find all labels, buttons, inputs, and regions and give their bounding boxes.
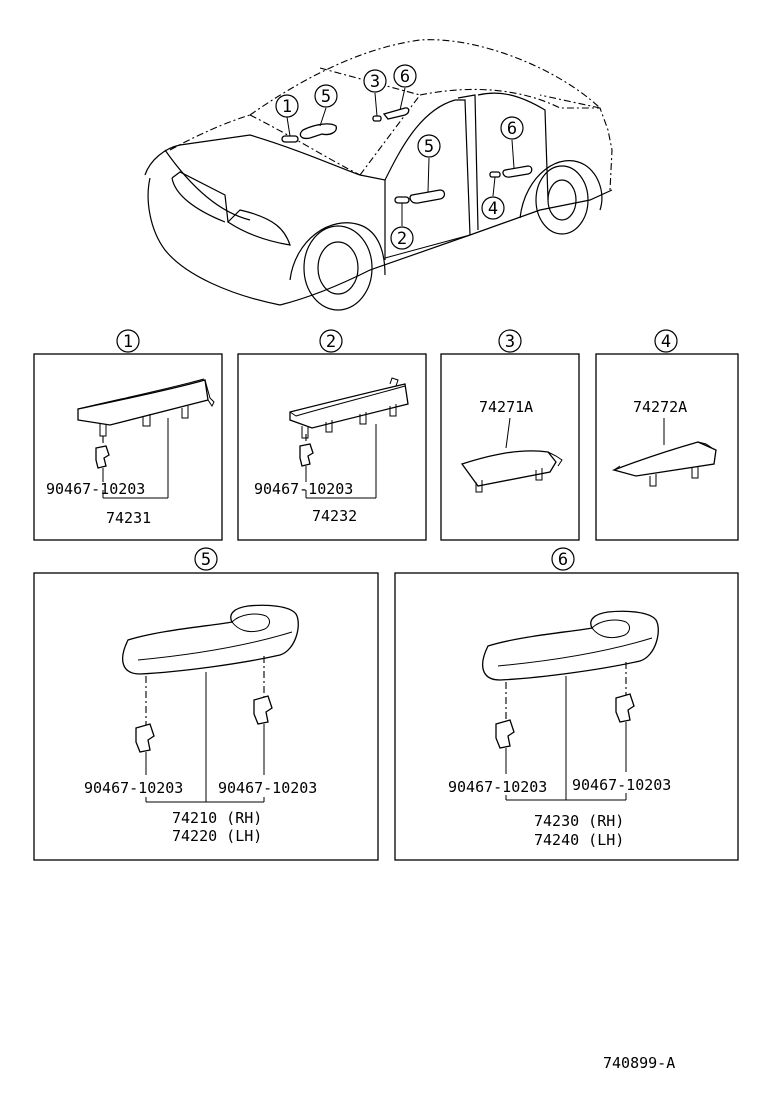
- clip-part-right: [615, 693, 635, 723]
- assembly-part-number-lh: 74220 (LH): [172, 827, 262, 845]
- vanity-mirror-part: [611, 441, 717, 477]
- panel-1: 1 90467-10203 74231: [33, 329, 223, 541]
- panel-frame: [595, 353, 739, 541]
- panel-callout-circle: [319, 329, 343, 353]
- car-callout-4: 4: [481, 196, 505, 220]
- clip-part-left: [135, 723, 155, 753]
- car-callout-label: 6: [400, 67, 410, 87]
- clip-part-number: 90467-10203: [254, 480, 353, 498]
- vanity-mirror-part: [460, 450, 557, 487]
- clip-part-left: [495, 719, 515, 749]
- clip-part-number-right: 90467-10203: [572, 776, 671, 794]
- panel-5: 5 90467-10203 90467-10203 74210 (RH) 742…: [33, 547, 379, 861]
- car-callout-6b: 6: [500, 116, 524, 140]
- assembly-part-number-rh: 74210 (RH): [172, 809, 262, 827]
- panel-frame: [394, 572, 739, 861]
- car-callout-6a: 6: [393, 64, 417, 88]
- panel-callout-circle: [498, 329, 522, 353]
- car-callout-label: 2: [397, 229, 407, 249]
- car-callout-label: 6: [507, 119, 517, 139]
- assist-grip-part: [482, 610, 659, 681]
- panel-callout-label: 4: [661, 332, 671, 352]
- assembly-part-number: 74232: [312, 507, 357, 525]
- car-callout-label: 1: [282, 97, 292, 117]
- assembly-part-number: 74272A: [633, 398, 687, 416]
- car-illustration: [144, 39, 613, 311]
- panel-callout-label: 5: [201, 550, 211, 570]
- assembly-part-number-lh: 74240 (LH): [534, 831, 624, 849]
- panel-frame: [237, 353, 427, 541]
- car-callout-label: 5: [424, 137, 434, 157]
- panel-2: 2 90467-10203 74232: [237, 329, 427, 541]
- panel-callout-label: 6: [558, 550, 568, 570]
- panel-frame: [33, 572, 379, 861]
- panel-callout-circle: [654, 329, 678, 353]
- panel-frame: [440, 353, 580, 541]
- panel-callout-label: 1: [123, 332, 133, 352]
- panel-callout-circle: [116, 329, 140, 353]
- clip-part: [95, 445, 110, 469]
- car-callout-2: 2: [390, 226, 414, 250]
- panel-callout-label: 2: [326, 332, 336, 352]
- sun-visor-part: [289, 383, 409, 429]
- clip-part-right: [253, 695, 273, 725]
- panel-3: 3 74271A: [440, 329, 580, 541]
- assembly-part-number: 74271A: [479, 398, 533, 416]
- clip-part-number: 90467-10203: [46, 480, 145, 498]
- clip-part-number-left: 90467-10203: [84, 779, 183, 797]
- car-callout-label: 3: [370, 72, 380, 92]
- panel-callout-circle: [551, 547, 575, 571]
- car-callout-5b: 5: [417, 134, 441, 158]
- drawing-number: 740899-A: [603, 1054, 675, 1072]
- clip-part-number-left: 90467-10203: [448, 778, 547, 796]
- car-callout-label: 5: [321, 87, 331, 107]
- assembly-part-number: 74231: [106, 509, 151, 527]
- assembly-part-number-rh: 74230 (RH): [534, 812, 624, 830]
- car-callout-1: 1: [275, 94, 299, 118]
- car-callout-leaders: [286, 87, 515, 226]
- panel-4: 4 74272A: [595, 329, 739, 541]
- car-callout-label: 4: [488, 199, 498, 219]
- panel-frame: [33, 353, 223, 541]
- car-callout-5a: 5: [314, 84, 338, 108]
- panel-callout-circle: [194, 547, 218, 571]
- panel-callout-label: 3: [505, 332, 515, 352]
- panel-6: 6 90467-10203 90467-10203 74230 (RH) 742…: [394, 547, 739, 861]
- clip-part: [299, 443, 314, 467]
- assist-grip-part: [122, 604, 299, 675]
- car-callout-3: 3: [363, 69, 387, 93]
- clip-part-number-right: 90467-10203: [218, 779, 317, 797]
